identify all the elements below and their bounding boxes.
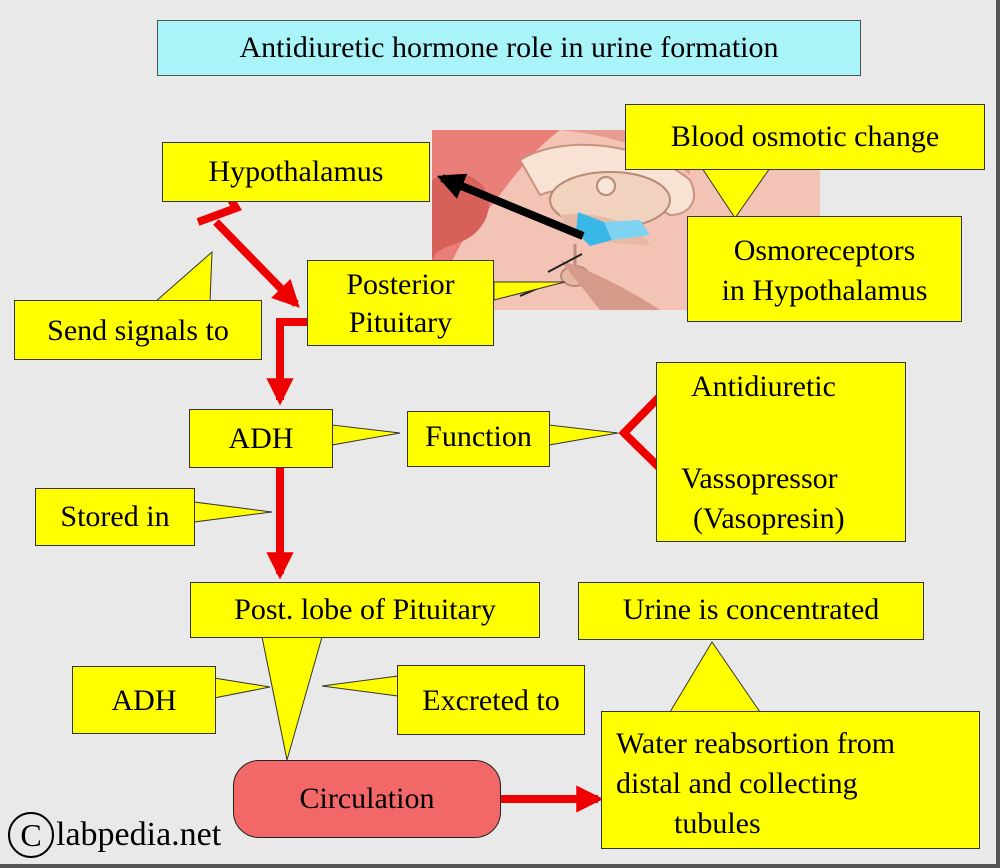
blood-osmotic-change-box: Blood osmotic change	[625, 104, 985, 170]
urine-concentrated-label: Urine is concentrated	[622, 593, 880, 626]
post-lobe-label: Post. lobe of Pituitary	[234, 593, 496, 626]
adh-bottom-box: ADH	[72, 666, 216, 734]
tail-adh-bottom	[213, 677, 271, 699]
posterior-pituitary-box: Posterior Pituitary	[307, 260, 494, 346]
osmoreceptors-line-2: in Hypothalamus	[721, 274, 928, 307]
water-reabsorption-line-3: tubules	[674, 807, 761, 840]
water-reabsorption-box: Water reabsortion from distal and collec…	[601, 711, 980, 849]
posterior-pituitary-line-2: Pituitary	[348, 306, 453, 339]
adh-bottom-label: ADH	[111, 684, 177, 717]
tail-send-signals	[153, 250, 213, 303]
hypothalamus-box: Hypothalamus	[162, 142, 430, 202]
red-arrow-hypothalamus-to-pituitary	[213, 219, 300, 308]
function-antidiuretic: Antidiuretic	[691, 370, 836, 403]
tail-water-reabsorption	[669, 641, 761, 713]
tail-function-list	[548, 424, 619, 446]
copyright-icon: C	[8, 812, 54, 858]
adh-top-label: ADH	[228, 422, 294, 455]
function-label: Function	[425, 420, 532, 453]
adh-top-box: ADH	[189, 409, 333, 468]
black-arrow-osmoreceptors-to-hypothalamus	[436, 173, 585, 240]
urine-concentrated-box: Urine is concentrated	[578, 582, 924, 640]
send-signals-label: Send signals to	[47, 314, 229, 347]
function-vasopresin: (Vasopresin)	[693, 502, 845, 535]
circulation-node: Circulation	[233, 760, 501, 838]
hypothalamus-label: Hypothalamus	[208, 155, 384, 188]
functions-list-box: Antidiuretic Vassopressor (Vasopresin)	[656, 362, 906, 542]
diagram-title: Antidiuretic hormone role in urine forma…	[157, 20, 861, 76]
circulation-label: Circulation	[299, 782, 435, 815]
watermark-text: labpedia.net	[56, 816, 222, 853]
callout-tails	[153, 167, 771, 761]
post-lobe-box: Post. lobe of Pituitary	[190, 582, 540, 638]
tail-adh-function	[331, 424, 401, 446]
blood-osmotic-change-label: Blood osmotic change	[670, 120, 940, 153]
water-reabsorption-line-2: distal and collecting	[616, 767, 858, 800]
tail-posterior-pituitary	[493, 281, 566, 301]
stored-in-box: Stored in	[35, 488, 195, 546]
posterior-pituitary-line-1: Posterior	[346, 268, 455, 301]
tail-post-lobe	[261, 636, 323, 761]
red-arrow-pituitary-to-adh	[266, 318, 312, 406]
excreted-to-box: Excreted to	[397, 665, 585, 735]
tail-stored-in	[193, 501, 273, 523]
osmoreceptors-line-1: Osmoreceptors	[733, 234, 916, 267]
send-signals-box: Send signals to	[14, 300, 262, 360]
function-box: Function	[407, 411, 550, 467]
stored-in-label: Stored in	[60, 500, 170, 533]
water-reabsorption-line-1: Water reabsortion from	[616, 727, 896, 760]
tail-excreted	[321, 675, 399, 697]
function-vassopressor: Vassopressor	[681, 462, 838, 495]
excreted-to-label: Excreted to	[422, 684, 560, 717]
osmoreceptors-box: Osmoreceptors in Hypothalamus	[687, 216, 962, 322]
